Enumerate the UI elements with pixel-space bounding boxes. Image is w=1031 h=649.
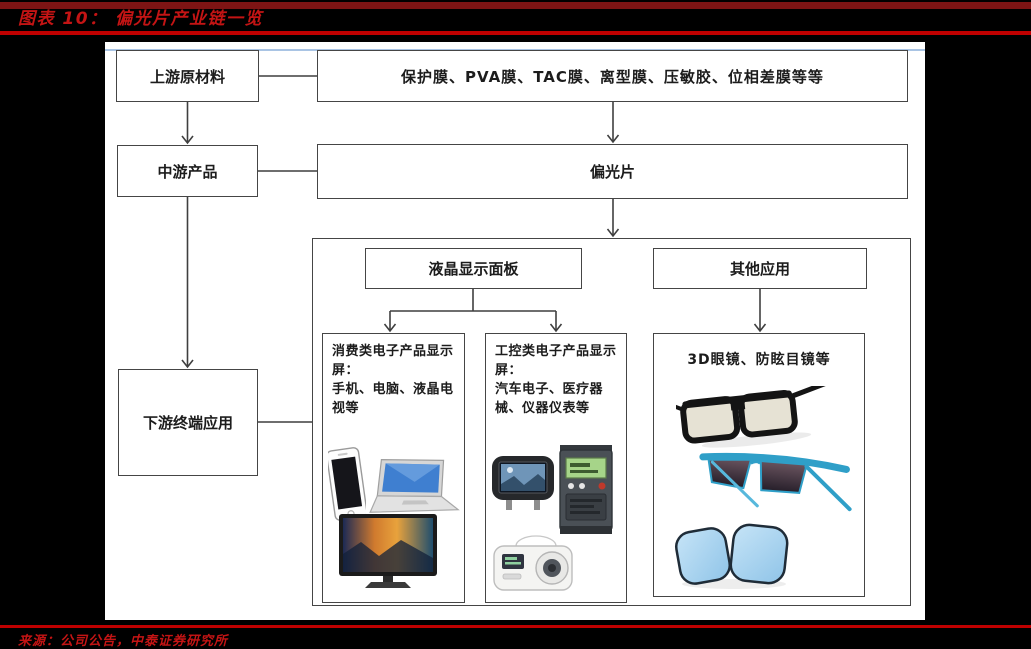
arrowhead: [606, 228, 620, 238]
box-downstream-applications-label: 下游终端应用: [142, 414, 233, 432]
box-upstream-detail-label: 保护膜、PVA膜、TAC膜、离型膜、压敏胶、位相差膜等等: [401, 67, 824, 86]
blood-pressure-monitor-image: [493, 535, 573, 591]
consumer-electronics-title: 消费类电子产品显示屏：: [332, 344, 454, 378]
box-midstream-products: 中游产品: [117, 145, 258, 197]
arrowhead: [606, 134, 620, 144]
box-polarizer-label: 偏光片: [589, 163, 635, 181]
arrowhead: [549, 323, 563, 333]
box-upstream-materials-label: 上游原材料: [149, 67, 225, 86]
header-accent-bar: [0, 2, 1031, 9]
car-headrest-monitor-image: [492, 456, 554, 510]
box-polarizer: 偏光片: [317, 144, 908, 199]
laptop-image: [369, 459, 460, 513]
3d-glasses-image: [676, 386, 828, 448]
smartphone-image: [328, 447, 366, 521]
consumer-electronics-text: 消费类电子产品显示屏： 手机、电脑、液晶电视等: [323, 334, 464, 418]
tv-image: [339, 514, 437, 588]
industrial-electronics-items: 汽车电子、医疗器械、仪器仪表等: [495, 381, 604, 416]
figure-title: 图表 10： 偏光片产业链一览: [18, 9, 263, 29]
arrowhead: [383, 323, 397, 333]
footer-rule: [0, 625, 1031, 628]
arrowhead: [181, 135, 194, 145]
box-upstream-detail: 保护膜、PVA膜、TAC膜、离型膜、压敏胶、位相差膜等等: [317, 50, 908, 102]
box-industrial-electronics: 工控类电子产品显示屏： 汽车电子、医疗器械、仪器仪表等: [485, 333, 627, 603]
arrowhead: [753, 323, 767, 333]
box-midstream-products-label: 中游产品: [157, 162, 218, 181]
box-other-applications-label: 其他应用: [729, 260, 790, 278]
industrial-electronics-title: 工控类电子产品显示屏：: [495, 344, 617, 378]
arrowhead: [181, 359, 194, 369]
header-rule: [0, 31, 1031, 35]
industry-chain-diagram: 上游原材料 保护膜、PVA膜、TAC膜、离型膜、压敏胶、位相差膜等等 中游产品 …: [105, 42, 925, 620]
box-downstream-applications: 下游终端应用: [118, 369, 258, 476]
industrial-electronics-text: 工控类电子产品显示屏： 汽车电子、医疗器械、仪器仪表等: [486, 334, 626, 418]
box-other-applications: 其他应用: [653, 248, 867, 289]
applications-container: [312, 238, 911, 606]
lens-pair-image: [674, 523, 789, 589]
glasses-label: 3D眼镜、防眩目镜等: [687, 352, 831, 368]
box-lcd-panel: 液晶显示面板: [365, 248, 582, 289]
sunglasses-image: [699, 452, 852, 512]
electric-meter-image: [559, 445, 613, 534]
box-lcd-panel-label: 液晶显示面板: [428, 260, 519, 278]
source-note: 来源：公司公告，中泰证券研究所: [18, 634, 229, 649]
flow-connectors: [181, 75, 767, 423]
consumer-electronics-items: 手机、电脑、液晶电视等: [332, 381, 454, 416]
box-upstream-materials: 上游原材料: [116, 50, 259, 102]
box-consumer-electronics: 消费类电子产品显示屏： 手机、电脑、液晶电视等: [322, 333, 465, 603]
box-glasses-applications: 3D眼镜、防眩目镜等: [653, 333, 865, 597]
